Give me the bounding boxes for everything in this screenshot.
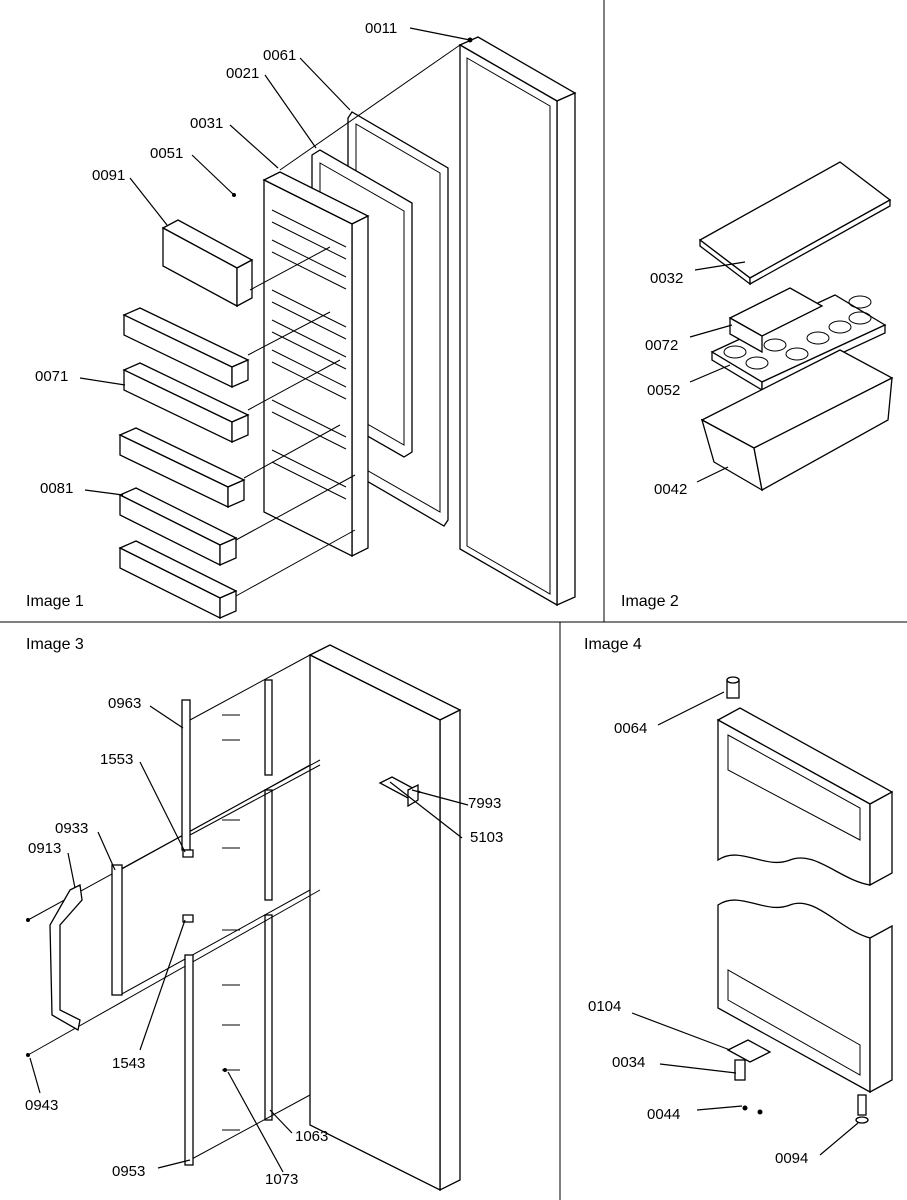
callout-0064: 0064	[614, 720, 647, 737]
door-bin-dairy	[161, 219, 254, 308]
shelf-cover	[698, 161, 892, 286]
callout-0071: 0071	[35, 368, 68, 385]
door-bin-1	[122, 307, 250, 389]
callout-0913: 0913	[28, 840, 61, 857]
handle-plate	[111, 864, 123, 996]
hinge-pin-top	[726, 676, 740, 699]
leaders-3	[29, 705, 469, 1173]
door-outer-panel	[458, 36, 577, 607]
callout-0943: 0943	[25, 1097, 58, 1114]
panel-image-3: Image 3	[25, 636, 503, 1192]
panel-title-image-2: Image 2	[621, 593, 679, 610]
callout-1073: 1073	[265, 1171, 298, 1188]
inner-door-liner	[262, 171, 370, 558]
callout-0051: 0051	[150, 145, 183, 162]
door-upper-section	[716, 707, 894, 887]
panel-title-image-3: Image 3	[26, 636, 84, 653]
trim-strips	[264, 679, 273, 1121]
door-handle	[49, 884, 83, 1032]
upper-handle-trim	[181, 699, 191, 851]
callout-0963: 0963	[108, 695, 141, 712]
callout-0953: 0953	[112, 1163, 145, 1180]
door-bin-4	[118, 487, 238, 567]
callout-0094: 0094	[775, 1150, 808, 1167]
callout-7993: 7993	[468, 795, 501, 812]
panel-title-image-1: Image 1	[26, 593, 84, 610]
door-bin-2	[122, 362, 250, 444]
callout-5103: 5103	[470, 829, 503, 846]
cabinet-side	[308, 644, 462, 1192]
callout-0031: 0031	[190, 115, 223, 132]
door-bin-3	[118, 427, 246, 509]
leaders-2	[689, 261, 746, 483]
callout-1543: 1543	[112, 1055, 145, 1072]
callout-0052: 0052	[647, 382, 680, 399]
callout-0061: 0061	[263, 47, 296, 64]
callout-0091: 0091	[92, 167, 125, 184]
callout-0933: 0933	[55, 820, 88, 837]
leaders-4	[631, 691, 859, 1156]
panel-title-image-4: Image 4	[584, 636, 642, 653]
door-bin-5	[118, 540, 238, 620]
lower-handle-trim	[184, 954, 194, 1166]
callout-0104: 0104	[588, 998, 621, 1015]
callout-0034: 0034	[612, 1054, 645, 1071]
callout-0072: 0072	[645, 337, 678, 354]
leaders-1	[79, 27, 471, 496]
door-lower-section	[717, 899, 893, 1094]
callout-0042: 0042	[654, 481, 687, 498]
assembly-lines-1	[235, 44, 461, 597]
callout-1553: 1553	[100, 751, 133, 768]
panel-image-4: Image 4	[584, 636, 894, 1167]
crisper-bin	[700, 349, 894, 492]
callout-0021: 0021	[226, 65, 259, 82]
callout-0081: 0081	[40, 480, 73, 497]
panel-image-2: 0032 0072 0052 0042 Image 2	[621, 161, 894, 610]
handle-clips	[182, 849, 194, 923]
egg-tray-cover	[728, 287, 824, 354]
callout-1063: 1063	[295, 1128, 328, 1145]
panel-image-1: 0011 0061 0021 0031 0051 0091 0071 0081 …	[26, 20, 577, 620]
hinge-bottom	[726, 1039, 772, 1115]
callout-0044: 0044	[647, 1106, 680, 1123]
callout-0011: 0011	[365, 20, 397, 37]
callout-0032: 0032	[650, 270, 683, 287]
door-stop-foot	[855, 1094, 869, 1124]
